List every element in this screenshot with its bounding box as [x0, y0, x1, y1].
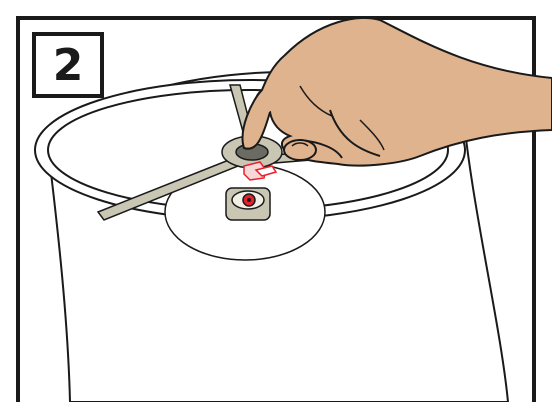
step-number-badge: 2 [32, 32, 104, 98]
lamp-socket-icon [226, 188, 270, 220]
step-number: 2 [53, 40, 84, 91]
hand-icon [243, 18, 552, 166]
